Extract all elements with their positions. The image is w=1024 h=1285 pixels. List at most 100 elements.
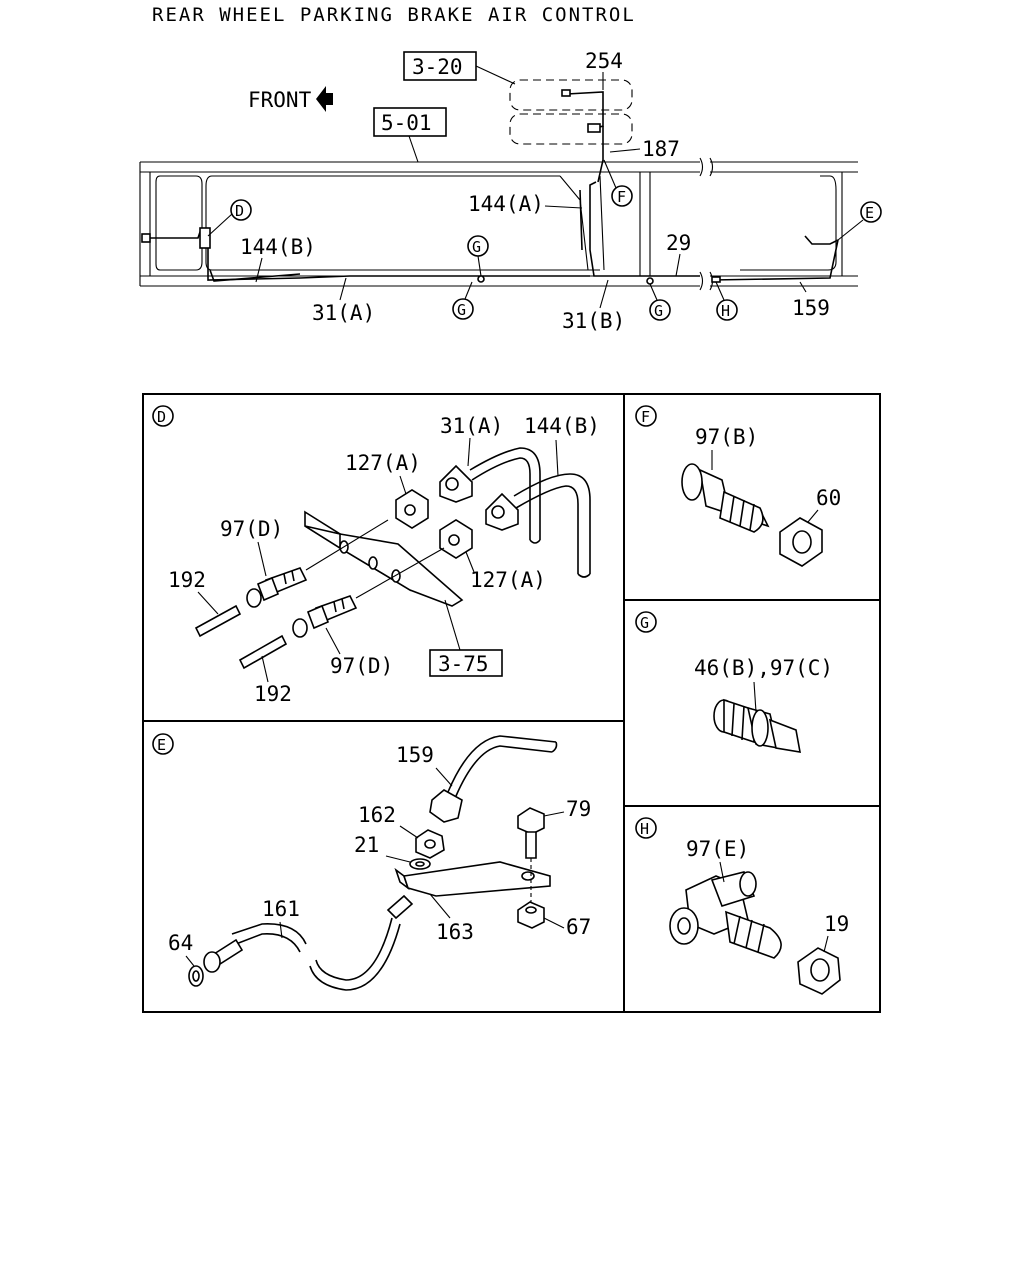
label-e-163: 163 — [436, 920, 474, 944]
svg-text:G: G — [457, 301, 466, 319]
svg-text:D: D — [157, 408, 166, 426]
nut-127a-lower[interactable] — [439, 519, 473, 559]
label-d-192-upper: 192 — [168, 568, 206, 592]
ref-box-3-75[interactable]: 3-75 — [429, 649, 503, 677]
tee-97e[interactable] — [669, 871, 782, 959]
panel-f-marker: F — [635, 405, 657, 427]
marker-d-top[interactable]: D — [207, 199, 252, 237]
label-d-97d-upper: 97(D) — [220, 517, 283, 541]
label-e-161: 161 — [262, 897, 300, 921]
marker-g-top-1[interactable]: G — [467, 235, 489, 277]
bracket-163[interactable] — [394, 861, 551, 897]
leader-144a — [544, 205, 583, 209]
panel-h-marker: H — [635, 817, 657, 839]
panel-e: E — [152, 733, 591, 991]
label-159: 159 — [792, 296, 830, 320]
union-97d-upper[interactable] — [246, 567, 308, 608]
panel-d: D — [152, 405, 600, 706]
air-tanks — [509, 79, 633, 145]
ref-3-20-text: 3-20 — [412, 55, 463, 79]
label-f-60: 60 — [816, 486, 841, 510]
label-144a: 144(A) — [468, 192, 544, 216]
union-97d-lower[interactable] — [292, 595, 358, 638]
label-29: 29 — [666, 231, 691, 255]
svg-text:G: G — [472, 238, 481, 256]
nut-127a-upper[interactable] — [395, 489, 429, 529]
washer-21[interactable] — [409, 858, 431, 870]
label-d-127a-lower: 127(A) — [470, 568, 546, 592]
front-arrow-icon — [316, 86, 333, 112]
svg-text:D: D — [235, 202, 244, 220]
label-e-67: 67 — [566, 915, 591, 939]
svg-text:G: G — [654, 302, 663, 320]
leader-3-20 — [475, 65, 516, 85]
panel-d-marker: D — [152, 405, 174, 427]
leader-187 — [609, 148, 641, 153]
label-g-46b-97c: 46(B),97(C) — [694, 656, 833, 680]
marker-e-top[interactable]: E — [837, 201, 882, 241]
pipe-159[interactable] — [429, 735, 558, 823]
leader-29 — [675, 253, 681, 277]
panel-h: H 97(E) 19 — [635, 817, 849, 995]
label-e-159: 159 — [396, 743, 434, 767]
pipe-144b[interactable] — [485, 473, 591, 578]
svg-text:F: F — [617, 188, 626, 206]
panel-g: G 46(B),97(C) — [635, 611, 833, 753]
bolt-79[interactable] — [517, 807, 545, 859]
label-144b: 144(B) — [240, 235, 316, 259]
panel-f: F 97(B) 60 — [635, 405, 841, 567]
nut-60[interactable] — [779, 517, 823, 567]
nut-67[interactable] — [517, 901, 545, 929]
diagram-title: REAR WHEEL PARKING BRAKE AIR CONTROL — [152, 4, 636, 26]
label-d-192-lower: 192 — [254, 682, 292, 706]
nut-162[interactable] — [415, 829, 445, 859]
connector-46b-97c[interactable] — [713, 698, 801, 753]
panel-g-marker: G — [635, 611, 657, 633]
label-f-97b: 97(B) — [695, 425, 758, 449]
hose-161[interactable] — [203, 894, 414, 991]
panel-e-marker: E — [152, 733, 174, 755]
marker-f-top[interactable]: F — [603, 159, 633, 207]
connector-97b[interactable] — [681, 463, 770, 533]
marker-g-top-3[interactable]: G — [649, 283, 671, 321]
svg-text:3-75: 3-75 — [438, 652, 489, 676]
pipe-31a[interactable] — [439, 447, 541, 544]
marker-g-top-2[interactable]: G — [452, 281, 474, 320]
label-d-127a-upper: 127(A) — [345, 451, 421, 475]
ref-5-01-text: 5-01 — [381, 111, 432, 135]
label-d-31a: 31(A) — [440, 414, 503, 438]
label-31a: 31(A) — [312, 301, 375, 325]
leader-31b — [599, 279, 609, 309]
label-d-144b: 144(B) — [524, 414, 600, 438]
nut-19[interactable] — [797, 947, 841, 995]
tube-192-lower[interactable] — [238, 634, 288, 670]
label-e-64: 64 — [168, 931, 193, 955]
label-h-97e: 97(E) — [686, 837, 749, 861]
front-indicator: FRONT — [248, 86, 333, 112]
brake-piping — [141, 181, 839, 285]
leader-5-01 — [408, 135, 419, 163]
detail-frames — [142, 393, 881, 1013]
tank-fitting — [587, 123, 601, 133]
leader-3-75 — [444, 599, 461, 651]
tube-192-upper[interactable] — [194, 604, 242, 638]
svg-text:E: E — [157, 736, 166, 754]
label-31b: 31(B) — [562, 309, 625, 333]
tank-drop-pipe — [597, 126, 604, 183]
label-e-79: 79 — [566, 797, 591, 821]
front-label: FRONT — [248, 88, 312, 112]
tank-valve — [561, 89, 571, 97]
label-h-19: 19 — [824, 912, 849, 936]
chassis-frame — [139, 157, 858, 291]
leader-31a — [339, 277, 347, 301]
marker-h-top[interactable]: H — [715, 281, 738, 321]
label-254: 254 — [585, 49, 623, 73]
washer-64[interactable] — [188, 965, 204, 987]
svg-text:H: H — [640, 820, 649, 838]
svg-text:G: G — [640, 614, 649, 632]
ref-box-5-01[interactable]: 5-01 — [373, 107, 447, 137]
label-e-162: 162 — [358, 803, 396, 827]
ref-box-3-20[interactable]: 3-20 — [403, 51, 477, 81]
label-e-21: 21 — [354, 833, 379, 857]
